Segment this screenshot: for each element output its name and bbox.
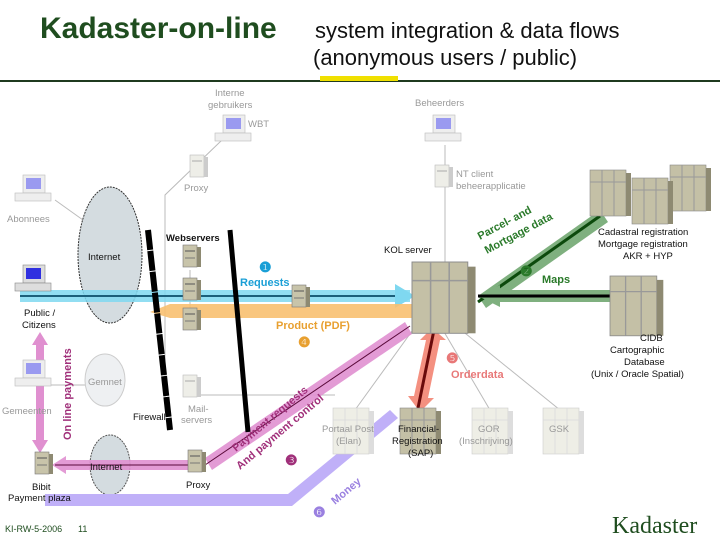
kadaster-logo: Kadaster [612, 513, 697, 539]
flow-3-number: ❸ [285, 452, 298, 468]
flow-product-label: Product (PDF) [276, 320, 350, 332]
page-title: Kadaster-on-line [40, 12, 277, 45]
label-abonnees: Abonnees [7, 214, 50, 225]
orderdata-flow [408, 328, 446, 412]
gemnet-cloud: Gemnet [84, 353, 126, 407]
label-gebruikers: gebruikers [208, 100, 253, 111]
firewall-line-1 [145, 229, 173, 431]
label-gor: GOR [478, 424, 500, 435]
maps-flow [478, 285, 612, 307]
label-inschrijving: (Inschrijving) [459, 436, 513, 447]
label-elan: (Elan) [336, 436, 361, 447]
label-cidb-3: Database [624, 357, 665, 368]
citizen-pc-icon [14, 264, 52, 292]
label-nt-client: NT client [456, 169, 494, 180]
label-proxy-top: Proxy [184, 183, 209, 194]
payment-flow [32, 322, 412, 474]
internet-cloud: Internet [77, 186, 143, 324]
label-gemeenten: Gemeenten [2, 406, 52, 417]
mainframe-icon [589, 164, 712, 225]
product-flow [150, 304, 412, 318]
money-flow [45, 410, 398, 506]
label-cadastral-3: AKR + HYP [623, 251, 673, 262]
label-cadastral-1: Cadastral registration [598, 227, 688, 238]
proxy-bottom-server-icon [187, 449, 207, 473]
label-cadastral-2: Mortgage registration [598, 239, 688, 250]
subtitle-line1: system integration & data flows [315, 18, 619, 43]
label-cidb-4: (Unix / Oracle Spatial) [591, 369, 684, 380]
label-financial-3: (SAP) [408, 448, 433, 459]
flow-requests-label: Requests [240, 277, 290, 289]
flow-4-number: ❹ [298, 334, 311, 350]
label-financial-1: Financial- [398, 424, 439, 435]
flow-maps-label: Maps [542, 274, 570, 286]
footer-page-number: 11 [78, 524, 87, 534]
label-public: Public / [24, 308, 56, 319]
flow-orderdata-label: Orderdata [451, 369, 504, 381]
cidb-server-icon [609, 275, 664, 337]
wbt-pc-icon [214, 114, 252, 142]
label-servers: servers [181, 415, 212, 426]
flow-1-number: ❶ [259, 259, 272, 275]
label-mail: Mail- [188, 404, 209, 415]
kol-server-icon [411, 261, 477, 335]
proxy-server-icon [189, 154, 209, 178]
server-icon [291, 284, 311, 308]
label-cidb-1: CIDB [640, 333, 663, 344]
label-beheerders: Beheerders [415, 98, 464, 109]
firewall-line-2 [227, 229, 251, 433]
footer-slide-id: KI-RW-5-2006 [5, 524, 62, 534]
mailserver-icon [182, 374, 202, 398]
label-bibit: Bibit [32, 482, 51, 493]
flow-money-label: Money [329, 475, 364, 507]
label-internet-bottom: Internet [90, 462, 123, 473]
webserver-icon [182, 277, 202, 301]
requests-flow [20, 284, 415, 308]
flow-6-number: ❻ [313, 504, 326, 520]
flow-5-number: ❺ [446, 350, 459, 366]
label-interne: Interne [215, 88, 245, 99]
label-cidb-2: Cartographic [610, 345, 665, 356]
label-portaal: Portaal Post [322, 424, 374, 435]
label-citizens: Citizens [22, 320, 56, 331]
label-webservers: Webservers [166, 233, 220, 244]
label-firewall: Firewall [133, 412, 166, 423]
webserver-icon [182, 244, 202, 268]
beheerders-pc-icon [424, 114, 462, 142]
svg-text:Gemnet: Gemnet [88, 377, 122, 388]
subtitle-line2: (anonymous users / public) [313, 45, 577, 70]
label-gsk: GSK [549, 424, 570, 435]
label-proxy-bottom: Proxy [186, 480, 211, 491]
label-wbt: WBT [248, 119, 269, 130]
online-payments-label: On line payments [62, 348, 74, 440]
svg-text:Internet: Internet [88, 252, 121, 263]
bibit-server-icon [34, 451, 54, 475]
abonnees-pc-icon [14, 174, 52, 202]
webserver-icon [182, 307, 202, 331]
label-financial-2: Registration [392, 436, 443, 447]
gemeenten-pc-icon [14, 359, 52, 387]
label-payment-plaza: Payment plaza [8, 493, 72, 504]
nt-client-server-icon [434, 164, 454, 188]
label-beheerapplicatie: beheerapplicatie [456, 181, 526, 192]
label-kol-server: KOL server [384, 245, 432, 256]
flow-2-number: ❷ [520, 263, 533, 279]
accent-bar [320, 76, 398, 81]
